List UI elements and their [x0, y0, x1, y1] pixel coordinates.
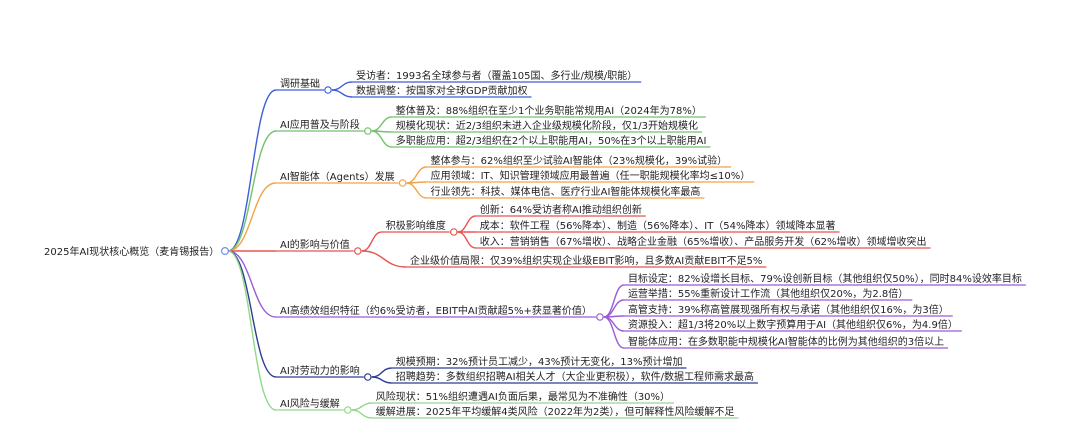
link-branch-5-leaf-4	[603, 316, 625, 332]
branch-5-leaf-5: 智能体应用：在多数职能中规模化AI智能体的比例为其他组织的3倍以上	[628, 335, 944, 348]
branch-3-leaf-2: 应用领域：IT、知识管理领域应用最普遍（任一职能规模化率均≤10%）	[431, 169, 751, 182]
branch-6[interactable]: AI对劳动力的影响	[280, 364, 360, 377]
link-root-branch-2	[227, 130, 277, 252]
link-branch-4-sub-leaf-1	[457, 215, 476, 233]
branch-7-leaf-1: 风险现状：51%组织遭遇AI负面后果，最常见为不准确性（30%）	[376, 390, 670, 403]
branch-2[interactable]: AI应用普及与阶段	[280, 118, 360, 131]
branch-4-sub-leaf-1: 创新：64%受访者称AI推动组织创新	[480, 203, 642, 216]
branch-5[interactable]: AI高绩效组织特征（约6%受访者，EBIT中AI贡献超5%+获显著价值）	[280, 304, 592, 317]
branch-1[interactable]: 调研基础	[280, 77, 320, 90]
branch-6-collapse-toggle[interactable]	[363, 373, 372, 381]
branch-3-collapse-toggle[interactable]	[398, 179, 407, 187]
link-branch-6-leaf-1	[371, 367, 392, 378]
branch-1-leaf-1: 受访者：1993名全球参与者（覆盖105国、多行业/规模/职能）	[356, 69, 637, 82]
branch-4-collapse-toggle[interactable]	[353, 247, 362, 255]
link-branch-4-leaf-2	[361, 250, 407, 268]
branch-7-collapse-toggle[interactable]	[343, 406, 352, 414]
branch-5-leaf-4: 资源投入：超1/3将20%以上数字预算用于AI（其他组织仅6%，为4.9倍）	[628, 318, 958, 331]
link-root-branch-1	[227, 89, 277, 252]
mindmap-nodes: 2025年AI现状核心概览（麦肯锡报告） 调研基础 受访者：1993名全球参与者（覆…	[44, 69, 1026, 419]
link-branch-4-sub	[361, 231, 382, 252]
root-topic: 2025年AI现状核心概览（麦肯锡报告）	[44, 245, 219, 258]
link-branch-1-leaf-2	[331, 89, 353, 98]
branch-3-leaf-1: 整体参与：62%组织至少试验AI智能体（23%规模化，39%试验）	[431, 154, 727, 167]
branch-5-leaf-3: 高管支持：39%称高管展现强所有权与承诺（其他组织仅16%，为3倍）	[628, 303, 949, 316]
branch-5-leaf-1: 目标设定：82%设增长目标、79%设创新目标（其他组织仅50%），同时84%设效…	[628, 272, 1022, 285]
branch-5-collapse-toggle[interactable]	[596, 313, 604, 321]
link-branch-1-leaf-1	[331, 81, 353, 91]
mindmap-links	[227, 81, 625, 419]
branch-2-collapse-toggle[interactable]	[363, 127, 372, 135]
branch-1-collapse-toggle[interactable]	[324, 86, 332, 94]
link-branch-2-leaf-1	[371, 116, 392, 132]
link-root-branch-5	[227, 250, 277, 318]
branch-4[interactable]: AI的影响与价值	[280, 238, 350, 251]
branch-3[interactable]: AI智能体（Agents）发展	[280, 170, 395, 183]
branch-4-subtopic[interactable]: 积极影响维度	[386, 219, 446, 232]
branch-2-leaf-2: 规模化现状：近2/3组织未进入企业级规模化阶段，仅1/3开始规模化	[396, 119, 698, 132]
link-branch-3-leaf-3	[406, 182, 427, 199]
branch-2-leaf-3: 多职能应用：超2/3组织在2个以上职能用AI，50%在3个以上职能用AI	[396, 134, 707, 147]
branch-4-leaf-2: 企业级价值局限：仅39%组织实现企业级EBIT影响，且多数AI贡献EBIT不足5…	[410, 254, 762, 267]
branch-4-sub-leaf-2: 成本：软件工程（56%降本）、制造（56%降本）、IT（54%降本）领域降本显著	[480, 219, 836, 232]
link-branch-7-leaf-2	[351, 409, 372, 419]
root-collapse-toggle[interactable]	[221, 247, 230, 256]
link-branch-2-leaf-3	[371, 130, 392, 148]
branch-4-sub-leaf-3: 收入：营销销售（67%增收）、战略企业金融（65%增收）、产品服务开发（62%增…	[480, 235, 927, 248]
link-branch-3-leaf-1	[406, 166, 427, 184]
link-branch-4-sub-leaf-3	[457, 231, 476, 249]
branch-6-leaf-1: 规模预期：32%预计员工减少，43%预计无变化，13%预计增加	[396, 355, 683, 368]
branch-2-leaf-1: 整体普及：88%组织在至少1个业务职能常规用AI（2024年为78%）	[396, 104, 702, 117]
link-branch-7-leaf-1	[351, 402, 372, 411]
branch-7-leaf-2: 缓解进展：2025年平均缓解4类风险（2022年为2类），但可解释性风险缓解不足	[376, 405, 735, 418]
branch-6-leaf-2: 招聘趋势：多数组织招聘AI相关人才（大企业更积极），软件/数据工程师需求最高	[396, 370, 754, 383]
link-branch-5-leaf-5	[603, 316, 625, 349]
link-root-branch-7	[227, 250, 277, 411]
branch-4-subtopic-collapse-toggle[interactable]	[449, 228, 458, 236]
branch-5-leaf-2: 运营举措：55%重新设计工作流（其他组织仅20%，为2.8倍）	[628, 287, 908, 300]
branch-1-leaf-2: 数据调整：按国家对全球GDP贡献加权	[356, 84, 527, 97]
branch-3-leaf-3: 行业领先：科技、媒体电信、医疗行业AI智能体规模化率最高	[431, 185, 701, 198]
link-root-branch-3	[227, 182, 277, 252]
link-branch-6-leaf-2	[371, 376, 392, 384]
branch-7[interactable]: AI风险与缓解	[280, 397, 340, 410]
